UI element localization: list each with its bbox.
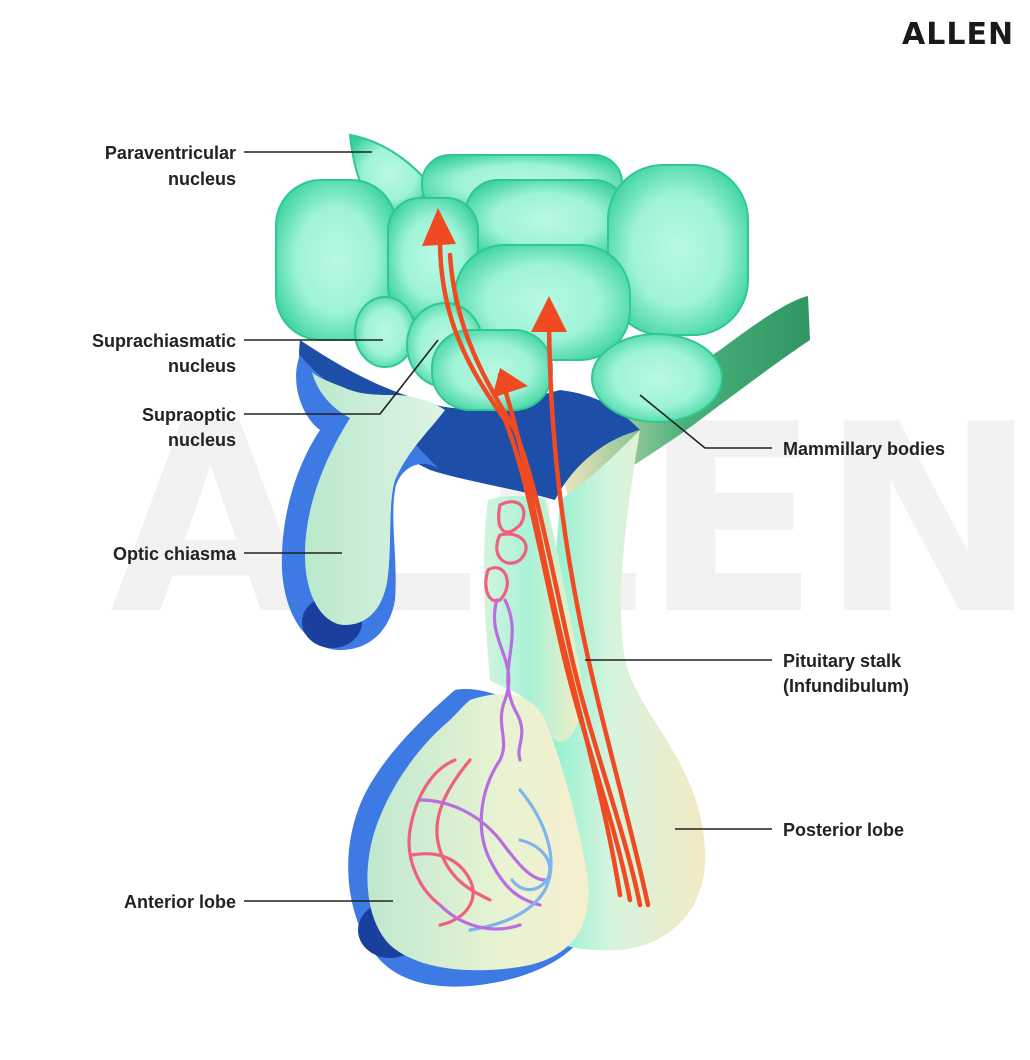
label-pituitary-stalk-line2: (Infundibulum) [783,676,909,696]
label-optic-chiasma: Optic chiasma [113,544,237,564]
leader-supraoptic [244,339,439,415]
arrowheads [422,208,567,398]
label-anterior-lobe: Anterior lobe [124,892,236,912]
label-supraoptic-line2: nucleus [168,430,236,450]
label-posterior-lobe: Posterior lobe [783,820,904,840]
mammillary-body-shape [591,333,723,423]
neurosecretory-tracts [437,237,651,908]
anterior-lobe-shape [367,694,589,971]
label-paraventricular-line2: nucleus [168,169,236,189]
label-suprachiasmatic-line2: nucleus [168,356,236,376]
nucleus-block-right [607,164,749,336]
labels: Paraventricular nucleus Suprachiasmatic … [92,143,945,912]
label-mammillary-bodies: Mammillary bodies [783,439,945,459]
label-paraventricular-line1: Paraventricular [105,143,236,163]
suprachiasmatic-nucleus-shape [354,296,416,368]
central-arrowhead [531,296,567,332]
optic-chiasma [305,372,445,625]
allen-logo: ALLEN [902,17,1014,52]
leader-lines [244,151,772,902]
supraoptic-arrowhead [492,368,528,398]
hypophyseal-portal-capillaries [407,500,553,932]
label-supraoptic-line1: Supraoptic [142,405,236,425]
leader-mammillary [639,394,772,449]
paraventricular-arrowhead [422,208,456,246]
posterior-lobe-shape [535,430,706,951]
label-pituitary-stalk-line1: Pituitary stalk [783,651,902,671]
label-suprachiasmatic-line1: Suprachiasmatic [92,331,236,351]
